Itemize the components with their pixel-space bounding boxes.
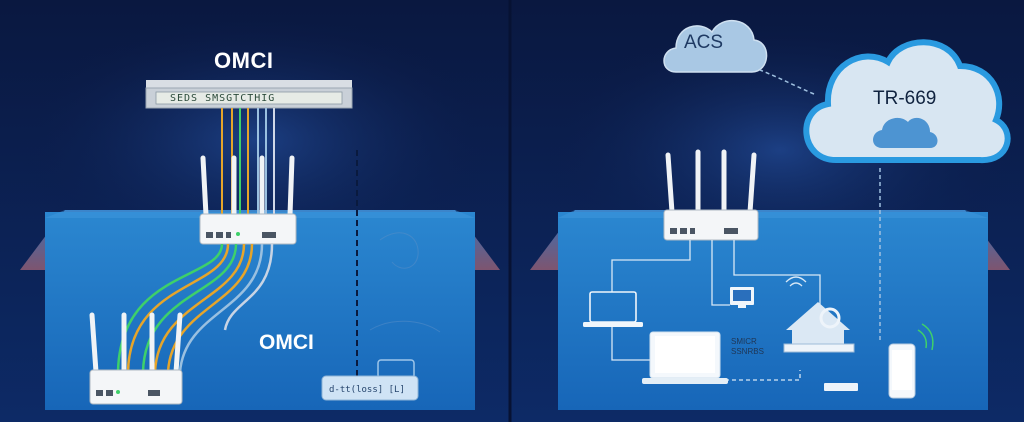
- faint-sketch: [369, 232, 441, 333]
- cloud-icon: [663, 19, 768, 73]
- link-dashed-acs: [759, 69, 815, 95]
- acs-label: ACS: [684, 32, 724, 53]
- right-house: [530, 210, 1010, 410]
- smart-home-icon: [783, 302, 855, 353]
- ont-box-text: d-tt(loss] [L]: [329, 385, 405, 395]
- cloud-icon: [803, 39, 1011, 164]
- router-icon: [663, 149, 759, 241]
- tr-label: TR-669: [873, 88, 937, 109]
- laptop-icon: [642, 331, 728, 384]
- wifi-icon: [785, 276, 807, 287]
- laptop-icon: [583, 291, 643, 327]
- omci-top-label: OMCI: [214, 48, 274, 73]
- router-icon: [199, 155, 297, 245]
- device-small-text-1: SMICR: [731, 337, 757, 346]
- switch-port-text: SEDS SMSGTCTHIG: [170, 93, 276, 104]
- monitor-icon: [730, 287, 754, 308]
- omci-middle-label: OMCI: [259, 331, 314, 354]
- ont-box-icon: [321, 359, 419, 401]
- wifi-icon: [917, 323, 934, 351]
- router-icon: [89, 312, 183, 405]
- device-links: [611, 240, 821, 381]
- olt-switch-icon: [145, 80, 353, 109]
- phone-icon: [888, 343, 916, 399]
- device-icon: [824, 383, 858, 391]
- device-small-text-2: SSNRBS: [731, 347, 764, 356]
- device-small-text: SMICR SSNRBS: [731, 337, 764, 357]
